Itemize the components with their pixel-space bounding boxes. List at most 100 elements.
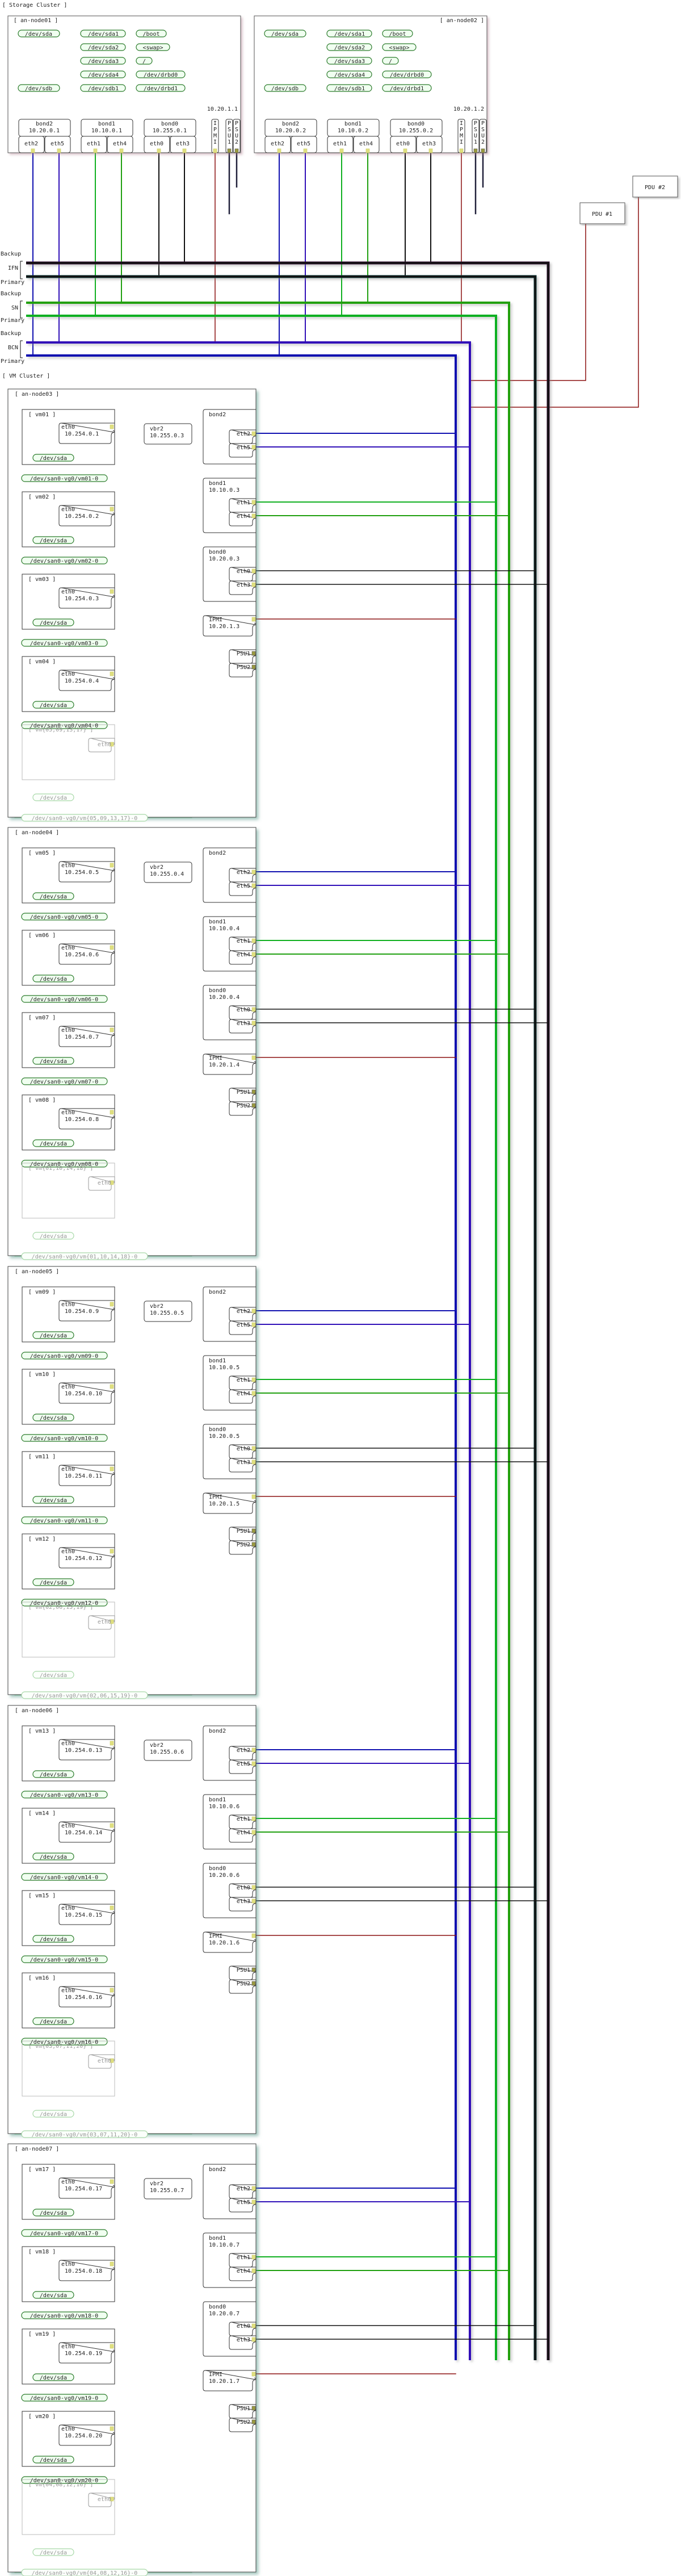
vm-box [22, 1451, 115, 1507]
vm-box [22, 2328, 115, 2385]
ethernet-port-icon [110, 1180, 114, 1185]
partition-pill [326, 84, 372, 92]
standby-volume-pill [21, 814, 148, 822]
bond-ip: 10.10.0.1 [91, 128, 122, 134]
bridge-box [144, 2178, 192, 2199]
pdu1-box [579, 202, 625, 224]
vm-iface-label: eth0 [61, 1905, 75, 1912]
vm-iface-label: eth0 [61, 1466, 75, 1473]
partition-pill [80, 70, 126, 78]
ipmi-ip: 10.20.1.6 [209, 1940, 239, 1946]
vm-disk-label: /dev/sda [40, 2293, 67, 2299]
vm-disk-label: /dev/sda [40, 2210, 67, 2217]
standby-iface-label: eth0 [98, 1180, 111, 1186]
interface-label: eth2 [271, 141, 284, 147]
vm-name: [ vm04 ] [28, 659, 56, 665]
vm-interface-box [58, 2424, 115, 2446]
psu-label-char: S [228, 127, 231, 133]
standby-volume-pill [21, 1252, 148, 1260]
psu-box [229, 1527, 257, 1541]
ethernet-port-icon [110, 1302, 114, 1307]
ethernet-port-icon [93, 148, 98, 153]
bond-ip: 10.10.0.4 [209, 926, 239, 932]
mount-pill [382, 84, 432, 92]
bridge-name: vbr2 [150, 2181, 163, 2187]
ethernet-port-icon [110, 2496, 114, 2502]
ethernet-port-icon [110, 1110, 114, 1115]
san-volume-label: /dev/san0-vg0/vm07-0 [30, 1079, 98, 1085]
psu-label-char: 2 [481, 139, 485, 145]
power-inlet-icon [251, 664, 256, 670]
vm-disk-label: /dev/sda [40, 538, 67, 544]
ipmi-name: IPMI [209, 1494, 222, 1500]
partition-pill [80, 57, 126, 65]
bridge-ip: 10.255.0.6 [150, 1749, 184, 1755]
network-backup-label: Backup [1, 251, 21, 257]
bond-name: bond1 [209, 919, 226, 925]
san-volume-label: /dev/san0-vg0/vm15-0 [30, 1957, 98, 1963]
vm-iface-label: eth0 [61, 1741, 75, 1747]
partition-label: /dev/sdb1 [88, 86, 119, 92]
vm-node-name: [ an-node07 ] [15, 2146, 59, 2152]
vm-box [22, 1369, 115, 1425]
mount-label: / [389, 58, 392, 65]
bond-iface-label: eth2 [237, 431, 250, 437]
psu-label: PSU1 [237, 1528, 250, 1534]
ethernet-port-icon [251, 500, 256, 505]
ipmi-box [203, 1931, 257, 1953]
ethernet-port-icon [119, 148, 124, 153]
ethernet-port-icon [251, 1391, 256, 1396]
ipmi-label-char: I [460, 120, 463, 127]
bridge-ip: 10.255.0.7 [150, 2188, 184, 2194]
vm-node-name: [ an-node03 ] [15, 391, 59, 398]
ethernet-port-icon [110, 1384, 114, 1389]
vm-disk-label: /dev/sda [40, 2019, 67, 2025]
vm-ip-label: 10.254.0.17 [65, 2186, 102, 2192]
ipmi-name: IPMI [209, 1933, 222, 1939]
vm-ip-label: 10.254.0.4 [65, 678, 99, 684]
partition-pill [80, 30, 126, 37]
vm-ip-label: 10.254.0.14 [65, 1830, 102, 1836]
vm-box [22, 491, 115, 547]
vm-disk-pill [32, 1496, 74, 1504]
vm-ip-label: 10.254.0.6 [65, 952, 99, 958]
vm-box [22, 574, 115, 630]
vm-ip-label: 10.254.0.15 [65, 1912, 102, 1918]
bond-name: bond1 [209, 2235, 226, 2242]
bond-ip: 10.20.0.3 [209, 556, 239, 562]
ethernet-port-icon [57, 148, 61, 153]
bond-iface-label: eth0 [237, 1446, 250, 1452]
vm-iface-label: eth0 [61, 1302, 75, 1308]
bond-interface-box [229, 512, 257, 526]
san-volume-label: /dev/san0-vg0/vm20-0 [30, 2478, 98, 2484]
vm-disk-label: /dev/sda [40, 1580, 67, 1586]
vm-disk-pill [32, 975, 74, 982]
psu-label-char: 1 [474, 139, 477, 145]
ethernet-port-icon [251, 1898, 256, 1904]
bridge-ip: 10.255.0.5 [150, 1310, 184, 1316]
standby-volume-label: /dev/san0-vg0/vm{05,09,13,17}-0 [32, 816, 138, 822]
ipmi-name: IPMI [209, 1055, 222, 1061]
vm-interface-box [58, 1986, 115, 2008]
vm-name: [ vm17 ] [28, 2167, 56, 2173]
vm-ip-label: 10.254.0.19 [65, 2351, 102, 2357]
disk-pill [18, 84, 60, 92]
ipmi-port-icon [251, 1933, 256, 1938]
interface-box [390, 136, 417, 153]
vm-name: [ vm03 ] [28, 576, 56, 583]
vm-box [22, 1972, 115, 2029]
vm-disk-pill [32, 1770, 74, 1778]
san-volume-pill [21, 1599, 108, 1607]
bond-interface-box [229, 1897, 257, 1912]
vm-disk-label: /dev/sda [40, 702, 67, 709]
vm-ip-label: 10.254.0.7 [65, 1034, 99, 1040]
power-inlet-icon [251, 1089, 256, 1094]
ipmi-name: IPMI [209, 617, 222, 623]
ethernet-port-icon [110, 424, 114, 429]
bond-ip: 10.20.0.1 [29, 128, 60, 134]
psu-label: PSU2 [237, 664, 250, 671]
vm-disk-pill [32, 1414, 74, 1421]
ipmi-label-char: M [213, 133, 217, 139]
ethernet-port-icon [110, 2426, 114, 2431]
standby-vm-box [22, 1601, 115, 1658]
